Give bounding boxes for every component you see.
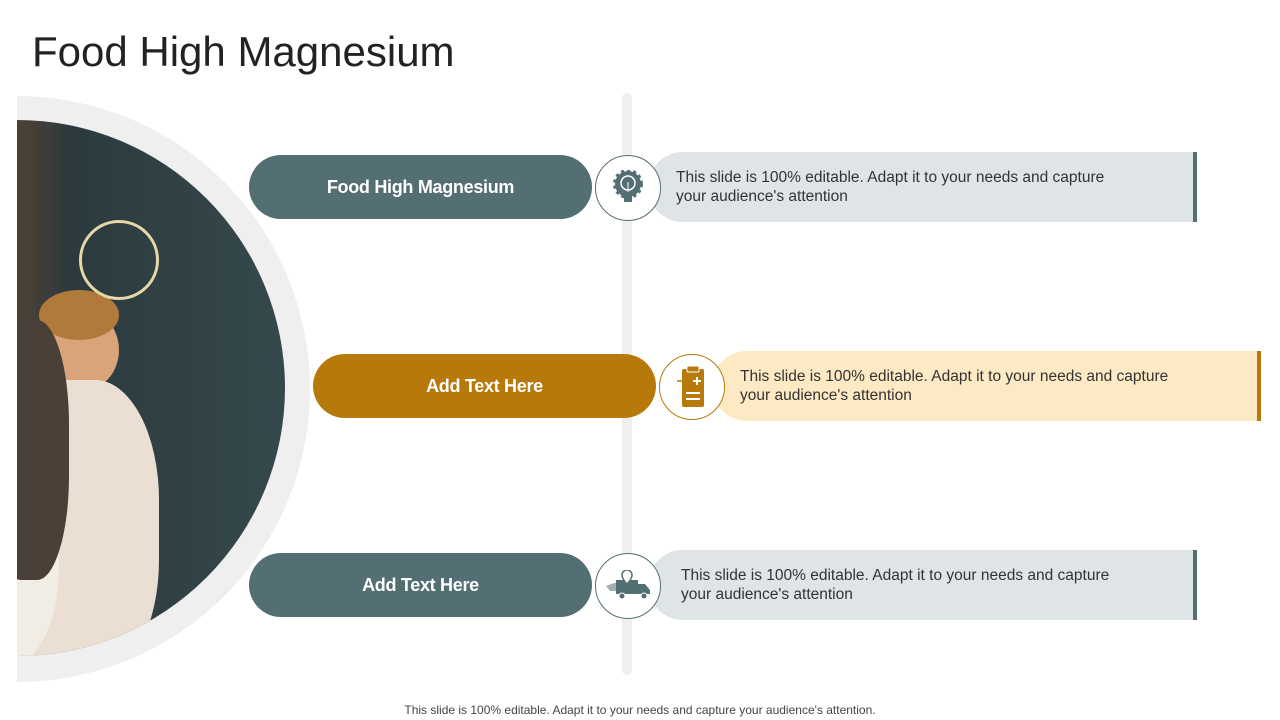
lightbulb-gear-icon (613, 170, 643, 202)
row-2-text-box: This slide is 100% editable. Adapt it to… (712, 351, 1261, 421)
row-1-label-pill[interactable]: Food High Magnesium (249, 155, 592, 219)
row-3-label-pill[interactable]: Add Text Here (249, 553, 592, 617)
row-2-icon-circle (659, 354, 725, 420)
people-photo (17, 120, 285, 656)
row-1-text-box: This slide is 100% editable. Adapt it to… (648, 152, 1197, 222)
footer-note: This slide is 100% editable. Adapt it to… (404, 703, 876, 717)
row-3-icon-circle (595, 553, 661, 619)
slide-title: Food High Magnesium (32, 28, 455, 75)
row-3-text-box: This slide is 100% editable. Adapt it to… (648, 550, 1197, 620)
row-2-label-pill[interactable]: Add Text Here (313, 354, 656, 418)
row-1-text: This slide is 100% editable. Adapt it to… (676, 169, 1105, 205)
clipboard-health-icon (677, 365, 704, 407)
row-3-text: This slide is 100% editable. Adapt it to… (681, 567, 1110, 603)
row-1-icon-circle (595, 155, 661, 221)
row-2-text: This slide is 100% editable. Adapt it to… (740, 368, 1169, 404)
delivery-truck-location-icon (606, 570, 650, 600)
